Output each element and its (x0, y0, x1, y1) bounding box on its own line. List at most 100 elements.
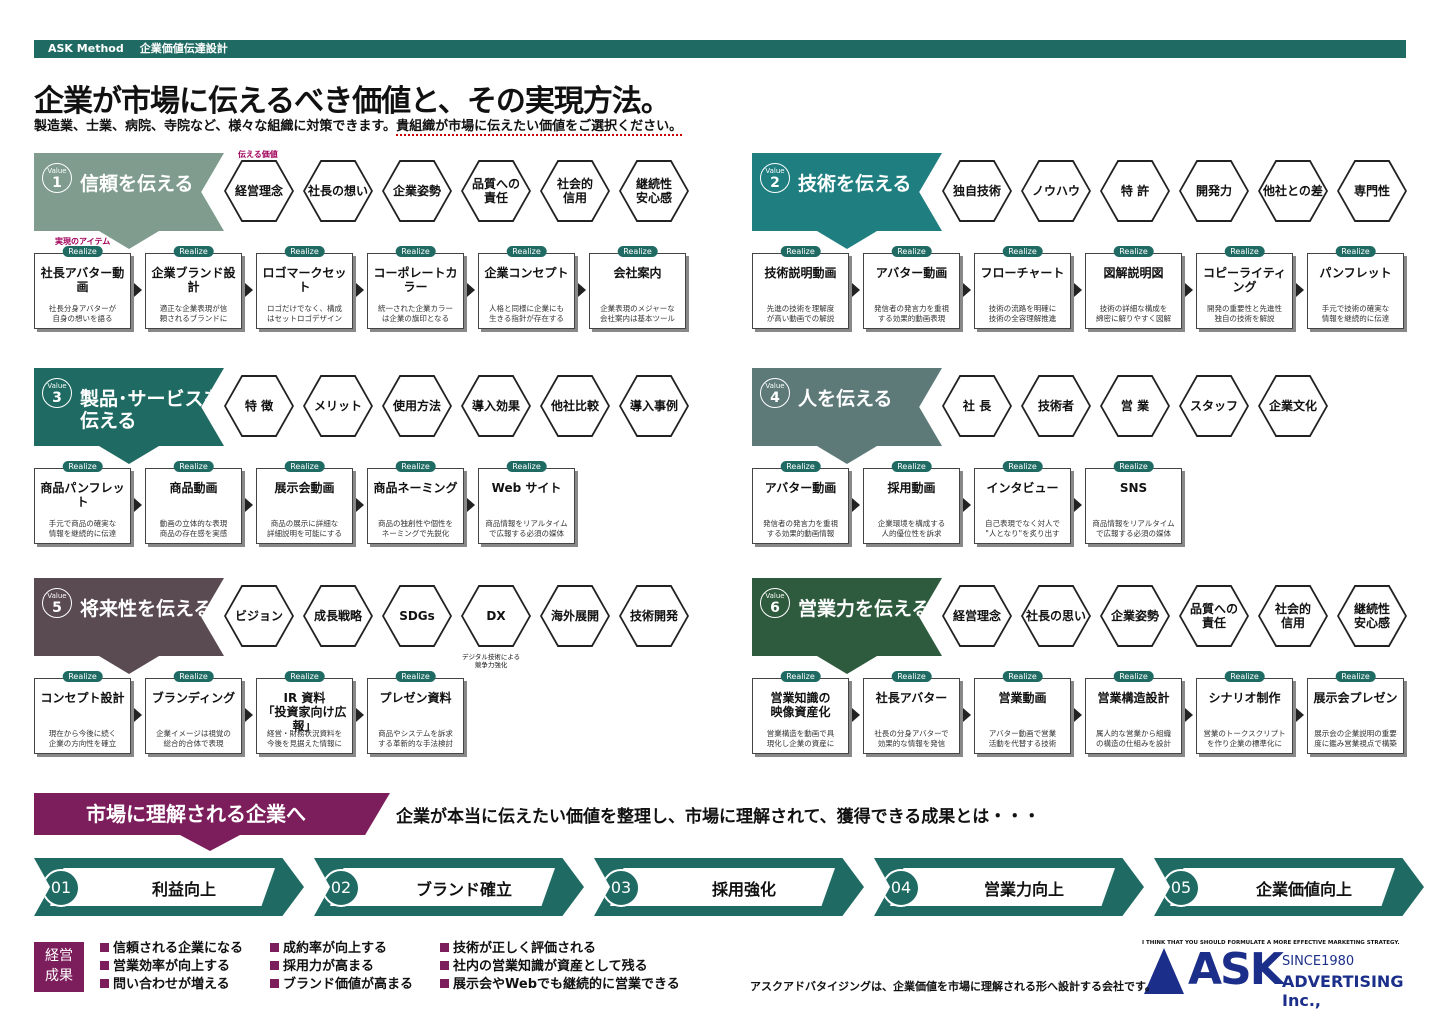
card-desc: 商品やシステムを訴求 する革新的な手法検討 (378, 729, 453, 748)
card-desc: アバター動画で営業 活動を代替する技術 (988, 729, 1057, 748)
outcome-text: 展示会やWebでも継続的に営業できる (453, 977, 680, 992)
realize-badge: Realize (780, 671, 821, 682)
card-title: ブランディング (151, 691, 236, 705)
square-bullet-icon (270, 979, 279, 988)
outcome-text: 問い合わせが増える (113, 977, 230, 992)
page-subtitle: 製造業、士業、病院、寺院など、様々な組織に対策できます。貴組織が市場に伝えたい価… (34, 115, 683, 136)
card-title: 営業構造設計 (1097, 691, 1170, 705)
hex-item: 品質への 責任 (461, 160, 531, 222)
card-desc: 商品の独創性や個性を ネーミングで先鋭化 (378, 519, 453, 538)
realize-badge: Realize (506, 246, 547, 257)
page-title: 企業が市場に伝えるべき価値と、その実現方法。 (34, 84, 671, 119)
value-number: 6 (770, 600, 780, 616)
arrow-right-icon (245, 708, 253, 722)
hex-item: 品質への 責任 (1179, 585, 1249, 647)
hex-label: 他社との差 (1260, 162, 1326, 220)
realize-badge: Realize (62, 671, 103, 682)
card-title: プレゼン資料 (379, 691, 452, 705)
hex-item: 専門性 (1337, 160, 1407, 222)
card-title: 社長アバター (875, 691, 948, 705)
arrow-right-icon (1074, 283, 1082, 297)
hex-label: 技術者 (1023, 377, 1089, 435)
hex-label: 品質への 責任 (1181, 587, 1247, 645)
arrow-right-icon (963, 498, 971, 512)
hex-item: 技術者 (1021, 375, 1091, 437)
value-word: Value (765, 592, 785, 600)
hex-item: 営 業 (1100, 375, 1170, 437)
value-word: Value (47, 592, 67, 600)
arrow-right-icon (963, 708, 971, 722)
realize-badge: Realize (284, 671, 325, 682)
value-title: 将来性を伝える (80, 598, 213, 620)
hex-label: 企業文化 (1260, 377, 1326, 435)
hex-label: 継続性 安心感 (1339, 587, 1405, 645)
hex-label: SDGs (384, 587, 450, 645)
hex-label: 社長の想い (305, 162, 371, 220)
hex-item: ノウハウ (1021, 160, 1091, 222)
outcomes-label: 経営 成果 (34, 942, 84, 992)
card-desc: 展示会の企業説明の重要 度に鑑み営業視点で構築 (1314, 729, 1397, 748)
step-panel (1170, 868, 1395, 906)
step-panel (50, 868, 275, 906)
arrow-right-icon (1185, 283, 1193, 297)
hex-item: スタッフ (1179, 375, 1249, 437)
hex-label: 社会的 信用 (1260, 587, 1326, 645)
card-title: 図解説明図 (1103, 266, 1164, 280)
card-desc: 現在から今後に続く 企業の方向性を確立 (48, 729, 117, 748)
step-panel (890, 868, 1115, 906)
hex-item: 海外展開 (540, 585, 610, 647)
square-bullet-icon (440, 979, 449, 988)
value-banner-tip (817, 656, 877, 674)
outcome-item: 社内の営業知識が資産として残る (440, 958, 648, 976)
hex-label: 他社比較 (542, 377, 608, 435)
card-desc: 企業表現のメジャーな 会社案内は基本ツール (600, 304, 675, 323)
card-title: コーポレートカラー (373, 266, 458, 294)
card-desc: 属人的な営業から組織 の構造の仕組みを設計 (1096, 729, 1171, 748)
square-bullet-icon (100, 961, 109, 970)
card-title: 技術説明動画 (764, 266, 837, 280)
card-title: 商品ネーミング (373, 481, 458, 495)
outcome-item: ブランド価値が高まる (270, 976, 413, 994)
value-banner-tip (99, 656, 159, 674)
logo-since: SINCE1980 (1282, 954, 1355, 969)
market-banner: 市場に理解される企業へ (34, 793, 390, 835)
square-bullet-icon (270, 943, 279, 952)
realize-badge: Realize (1224, 671, 1265, 682)
hex-label: 専門性 (1339, 162, 1405, 220)
hex-item: 使用方法 (382, 375, 452, 437)
card-title: 展示会動画 (274, 481, 335, 495)
hex-label: 社会的 信用 (542, 162, 608, 220)
card-title: パンフレット (1319, 266, 1392, 280)
realize-badge: Realize (1002, 246, 1043, 257)
hex-item: 企業姿勢 (1100, 585, 1170, 647)
hex-label: DX (463, 587, 529, 645)
arrow-right-icon (134, 708, 142, 722)
outcome-text: 営業効率が向上する (113, 959, 231, 974)
hex-label: 営 業 (1102, 377, 1168, 435)
card-desc: 社長分身アバターが 自身の想いを語る (48, 304, 117, 323)
hex-item: 社 長 (942, 375, 1012, 437)
hex-label: 品質への 責任 (463, 162, 529, 220)
step-title: 採用強化 (711, 880, 776, 899)
card-desc: 商品情報をリアルタイム で広報する必須の媒体 (1092, 519, 1175, 538)
card-title: 社長アバター動画 (40, 266, 125, 294)
hex-label: ノウハウ (1023, 162, 1089, 220)
outcome-text: 技術が正しく評価される (453, 941, 597, 956)
value-number: 1 (52, 175, 62, 191)
card-desc: 企業イメージは視覚の 総合的合体で表現 (156, 729, 231, 748)
card-desc: 商品の展示に詳細な 詳細説明を可能にする (266, 519, 343, 538)
logo-advertising: ADVERTISING Inc., (1282, 972, 1404, 1010)
realize-badge: Realize (891, 461, 932, 472)
realize-badge: Realize (891, 671, 932, 682)
realize-badge: Realize (1335, 671, 1376, 682)
